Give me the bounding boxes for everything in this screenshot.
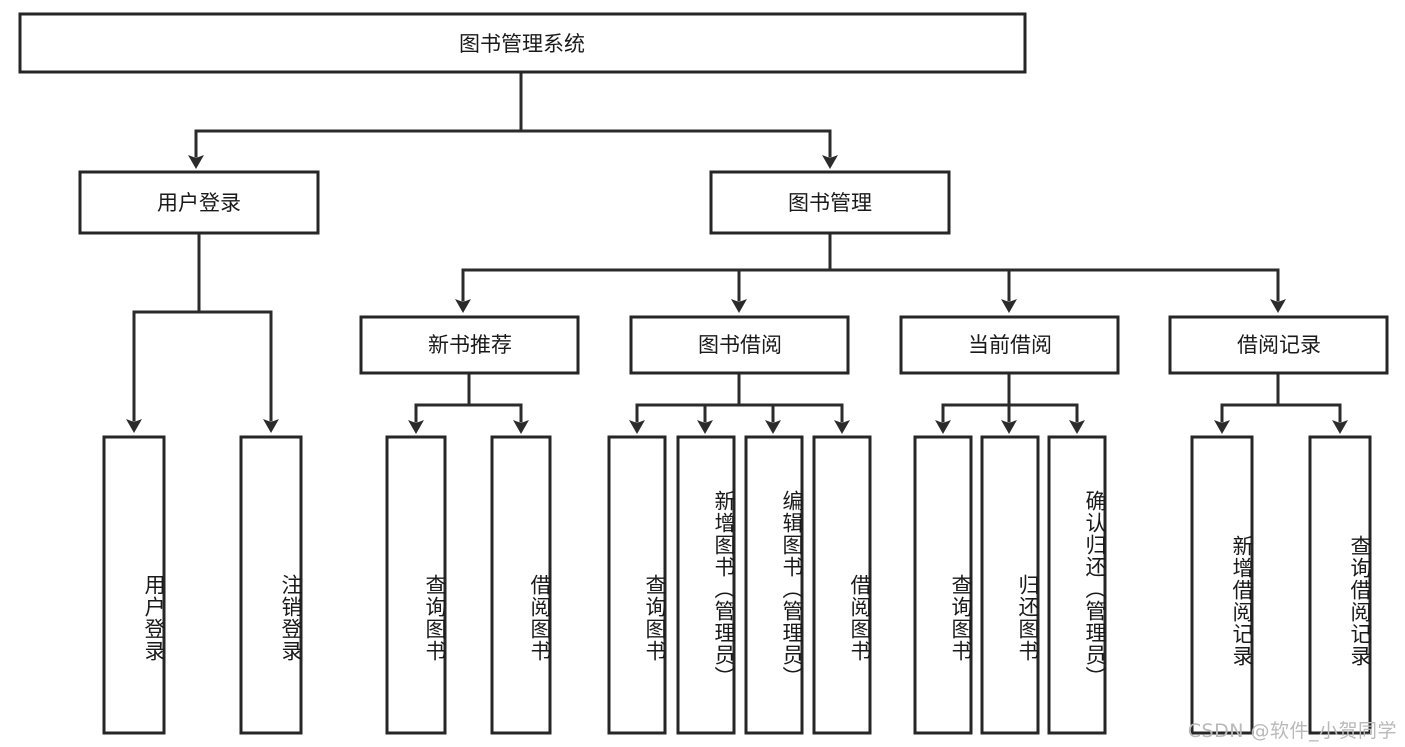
node-root[interactable]: 图书管理系统 bbox=[18, 12, 1027, 74]
node-borrow-record[interactable]: 借阅记录 bbox=[1168, 315, 1389, 375]
node-current-borrow[interactable]: 当前借阅 bbox=[899, 315, 1120, 375]
leaf-node-edit-book[interactable] bbox=[744, 435, 804, 735]
node-new-book-recommend-rect[interactable] bbox=[359, 315, 580, 375]
node-current-borrow-label: 当前借阅 bbox=[968, 333, 1052, 357]
leaf-node-confirm-return[interactable] bbox=[1047, 435, 1107, 735]
connector-user-login-to-leaves bbox=[126, 231, 279, 433]
leaf-node-borrow-book-2[interactable] bbox=[812, 435, 872, 735]
node-user-login-rect[interactable] bbox=[78, 170, 320, 235]
node-book-manage-label: 图书管理 bbox=[788, 191, 872, 215]
node-user-login-label: 用户登录 bbox=[157, 191, 241, 215]
node-book-borrow-rect[interactable] bbox=[629, 315, 850, 375]
leaf-edit-book-rect[interactable] bbox=[744, 435, 804, 735]
leaf-logout-rect[interactable] bbox=[239, 435, 303, 735]
leaf-node-query-book-2[interactable] bbox=[607, 435, 667, 735]
leaf-node-add-record[interactable] bbox=[1190, 435, 1254, 735]
node-current-borrow-rect[interactable] bbox=[899, 315, 1120, 375]
connector-root-to-level2 bbox=[188, 71, 838, 169]
leaf-query-book-3-rect[interactable] bbox=[913, 435, 973, 735]
leaf-user-login-rect[interactable] bbox=[102, 435, 166, 735]
node-book-borrow[interactable]: 图书借阅 bbox=[629, 315, 850, 375]
node-borrow-record-rect[interactable] bbox=[1168, 315, 1389, 375]
leaf-node-query-book-3[interactable] bbox=[913, 435, 973, 735]
leaf-node-query-record[interactable] bbox=[1308, 435, 1372, 735]
leaf-borrow-book-2-rect[interactable] bbox=[812, 435, 872, 735]
leaf-node-borrow-book-1[interactable] bbox=[490, 435, 552, 735]
leaf-query-book-1-rect[interactable] bbox=[385, 435, 447, 735]
node-book-manage[interactable]: 图书管理 bbox=[709, 170, 951, 235]
csdn-watermark: CSDN @软件_小贺同学 bbox=[1187, 720, 1397, 742]
leaf-borrow-book-1-rect[interactable] bbox=[490, 435, 552, 735]
leaf-confirm-return-rect[interactable] bbox=[1047, 435, 1107, 735]
leaf-return-book-rect[interactable] bbox=[980, 435, 1040, 735]
node-book-borrow-label: 图书借阅 bbox=[698, 333, 782, 357]
connector-new-book-recommend-to-leaves bbox=[408, 371, 529, 434]
leaf-node-user-login[interactable] bbox=[102, 435, 166, 735]
connector-borrow-record-to-leaves bbox=[1214, 371, 1348, 434]
connector-book-manage-to-level3 bbox=[455, 231, 1286, 313]
node-book-manage-rect[interactable] bbox=[709, 170, 951, 235]
leaf-add-book-rect[interactable] bbox=[676, 435, 736, 735]
leaf-node-logout[interactable] bbox=[239, 435, 303, 735]
node-root-rect[interactable] bbox=[18, 12, 1027, 74]
leaf-query-record-rect[interactable] bbox=[1308, 435, 1372, 735]
connector-book-borrow-to-leaves bbox=[629, 371, 850, 434]
node-root-label: 图书管理系统 bbox=[459, 32, 585, 56]
leaf-node-add-book[interactable] bbox=[676, 435, 736, 735]
connector-current-borrow-to-leaves bbox=[935, 371, 1085, 434]
leaf-node-return-book[interactable] bbox=[980, 435, 1040, 735]
node-new-book-recommend[interactable]: 新书推荐 bbox=[359, 315, 580, 375]
leaf-node-query-book-1[interactable] bbox=[385, 435, 447, 735]
leaf-query-book-2-rect[interactable] bbox=[607, 435, 667, 735]
node-new-book-recommend-label: 新书推荐 bbox=[428, 333, 512, 357]
leaf-add-record-rect[interactable] bbox=[1190, 435, 1254, 735]
node-user-login[interactable]: 用户登录 bbox=[78, 170, 320, 235]
node-borrow-record-label: 借阅记录 bbox=[1237, 333, 1321, 357]
